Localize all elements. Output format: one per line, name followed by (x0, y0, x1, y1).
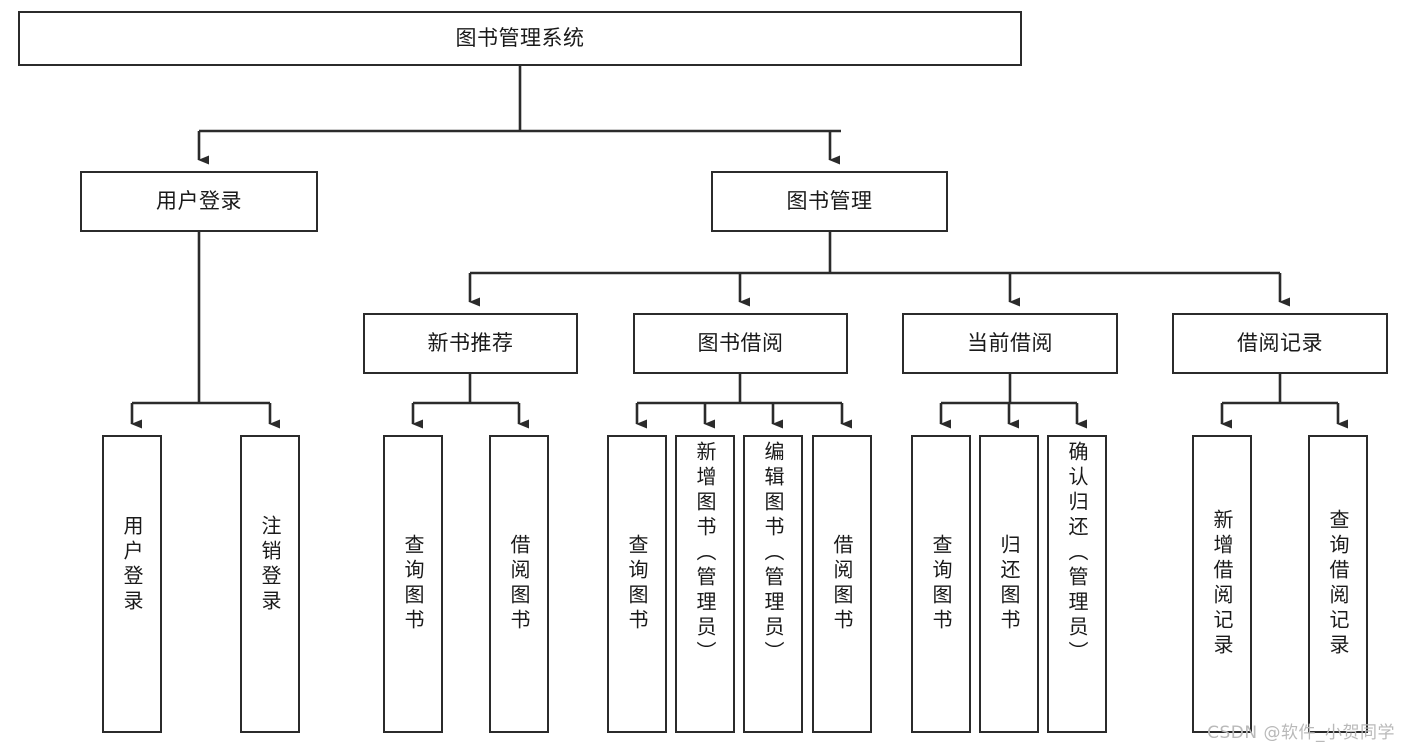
node-leaf-edit-book-admin-label: 编辑图书（管理员） (761, 441, 785, 666)
node-leaf-query-borrow-record-label: 查询借阅记录 (1326, 509, 1350, 659)
node-leaf-add-book-admin-label: 新增图书（管理员） (693, 441, 717, 666)
node-book-borrow[interactable]: 图书借阅 (633, 313, 848, 374)
node-borrow-record[interactable]: 借阅记录 (1172, 313, 1388, 374)
node-current-borrow-label: 当前借阅 (967, 331, 1053, 356)
node-new-book-rec[interactable]: 新书推荐 (363, 313, 578, 374)
node-leaf-borrow-book-1[interactable]: 借阅图书 (489, 435, 549, 733)
node-root[interactable]: 图书管理系统 (18, 11, 1022, 66)
node-leaf-query-book-1-label: 查询图书 (401, 534, 425, 634)
node-leaf-user-login[interactable]: 用户登录 (102, 435, 162, 733)
node-leaf-add-borrow-record-label: 新增借阅记录 (1210, 509, 1234, 659)
node-leaf-query-book-1[interactable]: 查询图书 (383, 435, 443, 733)
node-book-borrow-label: 图书借阅 (697, 331, 784, 356)
node-leaf-logout-login-label: 注销登录 (258, 515, 282, 615)
node-current-borrow[interactable]: 当前借阅 (902, 313, 1118, 374)
node-leaf-borrow-book-2[interactable]: 借阅图书 (812, 435, 872, 733)
node-leaf-user-login-label: 用户登录 (120, 515, 144, 615)
node-root-label: 图书管理系统 (455, 26, 585, 51)
node-leaf-query-book-2[interactable]: 查询图书 (607, 435, 667, 733)
node-leaf-edit-book-admin[interactable]: 编辑图书（管理员） (743, 435, 803, 733)
node-leaf-add-borrow-record[interactable]: 新增借阅记录 (1192, 435, 1252, 733)
node-new-book-rec-label: 新书推荐 (427, 331, 514, 356)
node-borrow-record-label: 借阅记录 (1237, 331, 1323, 356)
node-book-manage-label: 图书管理 (786, 189, 873, 214)
node-user-login-label: 用户登录 (156, 189, 242, 214)
node-leaf-query-book-2-label: 查询图书 (625, 534, 649, 634)
node-leaf-query-borrow-record[interactable]: 查询借阅记录 (1308, 435, 1368, 733)
csdn-watermark: CSDN @软件_小贺同学 (1207, 723, 1395, 743)
node-leaf-confirm-return-admin[interactable]: 确认归还（管理员） (1047, 435, 1107, 733)
node-leaf-return-book-label: 归还图书 (997, 534, 1021, 634)
node-leaf-query-book-3[interactable]: 查询图书 (911, 435, 971, 733)
node-leaf-query-book-3-label: 查询图书 (929, 534, 953, 634)
node-book-manage[interactable]: 图书管理 (711, 171, 948, 232)
node-leaf-confirm-return-admin-label: 确认归还（管理员） (1065, 441, 1089, 666)
node-leaf-logout-login[interactable]: 注销登录 (240, 435, 300, 733)
node-user-login[interactable]: 用户登录 (80, 171, 318, 232)
node-leaf-borrow-book-1-label: 借阅图书 (507, 534, 531, 634)
node-leaf-add-book-admin[interactable]: 新增图书（管理员） (675, 435, 735, 733)
node-leaf-return-book[interactable]: 归还图书 (979, 435, 1039, 733)
node-leaf-borrow-book-2-label: 借阅图书 (830, 534, 854, 634)
